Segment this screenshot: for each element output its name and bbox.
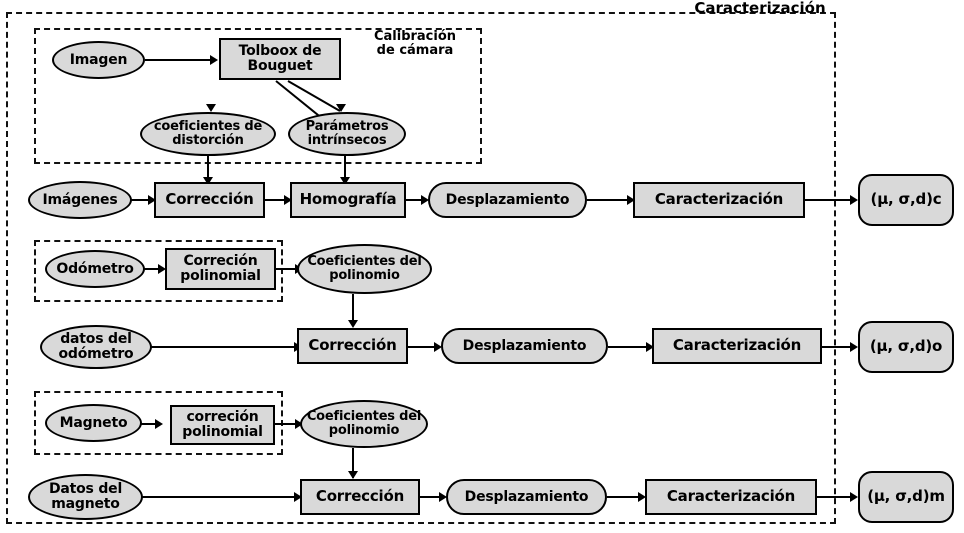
edge-odometro-to-correccion-poli: [144, 268, 162, 270]
edge-desplazamiento-magneto-to-caracterizacion: [607, 496, 642, 498]
node-coeficientes-polinomio-magneto[interactable]: Coeficientes del polinomio: [300, 400, 428, 448]
node-desplazamiento-imagen[interactable]: Desplazamiento: [428, 182, 587, 218]
group-camera-calibration-label: Calibración de cámara: [373, 29, 457, 59]
arrowhead-magneto-to-correccion-poli: [155, 419, 163, 429]
arrowhead-toolbox-to-parametros: [336, 104, 346, 112]
group-odometer-calibration: [34, 240, 283, 302]
node-datos-magneto[interactable]: Datos del magneto: [28, 474, 143, 520]
edge-correccion-to-homografia: [265, 199, 288, 201]
node-correccion-odometro[interactable]: Corrección: [297, 328, 408, 364]
node-salida-camara[interactable]: (μ, σ,d)c: [858, 174, 954, 226]
edge-coef-odometro-to-correccion: [352, 294, 354, 326]
arrowhead-desplazamiento-magneto-to-caracterizacion: [638, 492, 646, 502]
node-desplazamiento-odometro[interactable]: Desplazamiento: [441, 328, 608, 364]
node-salida-magneto[interactable]: (μ, σ,d)m: [858, 471, 954, 523]
node-magneto[interactable]: Magneto: [45, 404, 142, 442]
edge-correccion-magneto-to-desplazamiento: [420, 496, 443, 498]
arrowhead-desplazamiento-odometro-to-caracterizacion: [646, 342, 654, 352]
arrowhead-desplazamiento-to-caracterizacion-img: [627, 195, 635, 205]
node-coeficientes-distorcion[interactable]: coeficientes de distorción: [140, 112, 276, 156]
arrowhead-coef-magneto-to-correccion: [348, 471, 358, 479]
outer-group-title: Caracterización: [694, 0, 826, 17]
edge-desplazamiento-to-caracterizacion-img: [587, 199, 631, 201]
edge-caracterizacion-magneto-to-salida: [817, 496, 855, 498]
node-correccion-polinomial-magneto[interactable]: correción polinomial: [170, 405, 275, 445]
edge-parametros-to-homografia: [344, 156, 346, 184]
group-camera-calibration: [34, 28, 482, 164]
node-toolbox-bouguet[interactable]: Tolboox de Bouguet: [219, 38, 341, 80]
edge-datos-magneto-to-correccion: [140, 496, 298, 498]
arrowhead-toolbox-to-coef-distorcion: [206, 104, 216, 112]
node-salida-odometro[interactable]: (μ, σ,d)o: [858, 321, 954, 373]
node-correccion-magneto[interactable]: Corrección: [300, 479, 420, 515]
arrowhead-correccion-poli-to-coef-magneto: [295, 419, 303, 429]
node-desplazamiento-magneto[interactable]: Desplazamiento: [446, 479, 607, 515]
arrowhead-imagenes-to-correccion: [148, 195, 156, 205]
arrowhead-homografia-to-desplazamiento: [421, 195, 429, 205]
edge-imagenes-to-correccion: [131, 199, 152, 201]
edge-coef-magneto-to-correccion: [352, 448, 354, 478]
node-datos-odometro[interactable]: datos del odómetro: [40, 325, 152, 369]
node-caracterizacion-magneto[interactable]: Caracterización: [645, 479, 817, 515]
node-correccion-imagen[interactable]: Corrección: [154, 182, 265, 218]
arrowhead-caracterizacion-magneto-to-salida: [850, 492, 858, 502]
arrowhead-correccion-magneto-to-desplazamiento: [439, 492, 447, 502]
edge-correccion-poli-to-coef-magneto: [275, 423, 299, 425]
node-homografia[interactable]: Homografía: [290, 182, 406, 218]
edge-correccion-odometro-to-desplazamiento: [408, 346, 438, 348]
node-coeficientes-polinomio-odometro[interactable]: Coeficientes del polinomio: [297, 244, 432, 294]
edge-caracterizacion-odometro-to-salida: [822, 346, 855, 348]
arrowhead-datos-magneto-to-correccion: [294, 492, 302, 502]
node-odometro[interactable]: Odómetro: [45, 250, 145, 288]
node-caracterizacion-odometro[interactable]: Caracterización: [652, 328, 822, 364]
arrowhead-coef-odometro-to-correccion: [348, 320, 358, 328]
edge-desplazamiento-odometro-to-caracterizacion: [608, 346, 650, 348]
edge-datos-odometro-to-correccion: [150, 346, 298, 348]
arrowhead-caracterizacion-to-salida-camara: [850, 195, 858, 205]
arrowhead-parametros-to-homografia: [340, 177, 350, 185]
arrowhead-caracterizacion-odometro-to-salida: [850, 342, 858, 352]
edge-coef-distorcion-to-correccion: [207, 156, 209, 184]
edge-magneto-to-correccion-poli: [141, 423, 159, 425]
node-imagen[interactable]: Imagen: [52, 41, 145, 79]
edge-caracterizacion-to-salida-camara: [805, 199, 855, 201]
edge-imagen-to-toolbox: [145, 59, 212, 61]
arrowhead-imagen-to-toolbox: [210, 55, 218, 65]
node-imagenes[interactable]: Imágenes: [28, 181, 132, 219]
arrowhead-odometro-to-correccion-poli: [158, 264, 166, 274]
arrowhead-correccion-to-homografia: [284, 195, 292, 205]
outer-group-caracterizacion: [6, 12, 836, 524]
node-caracterizacion-imagen[interactable]: Caracterización: [633, 182, 805, 218]
edge-correccion-poli-to-coef-odometro: [276, 268, 299, 270]
node-correccion-polinomial-odometro[interactable]: Correción polinomial: [165, 248, 276, 290]
arrowhead-correccion-odometro-to-desplazamiento: [434, 342, 442, 352]
arrowhead-coef-distorcion-to-correccion: [203, 177, 213, 185]
edge-homografia-to-desplazamiento: [406, 199, 425, 201]
node-parametros-intrinsecos[interactable]: Parámetros intrínsecos: [288, 112, 406, 156]
